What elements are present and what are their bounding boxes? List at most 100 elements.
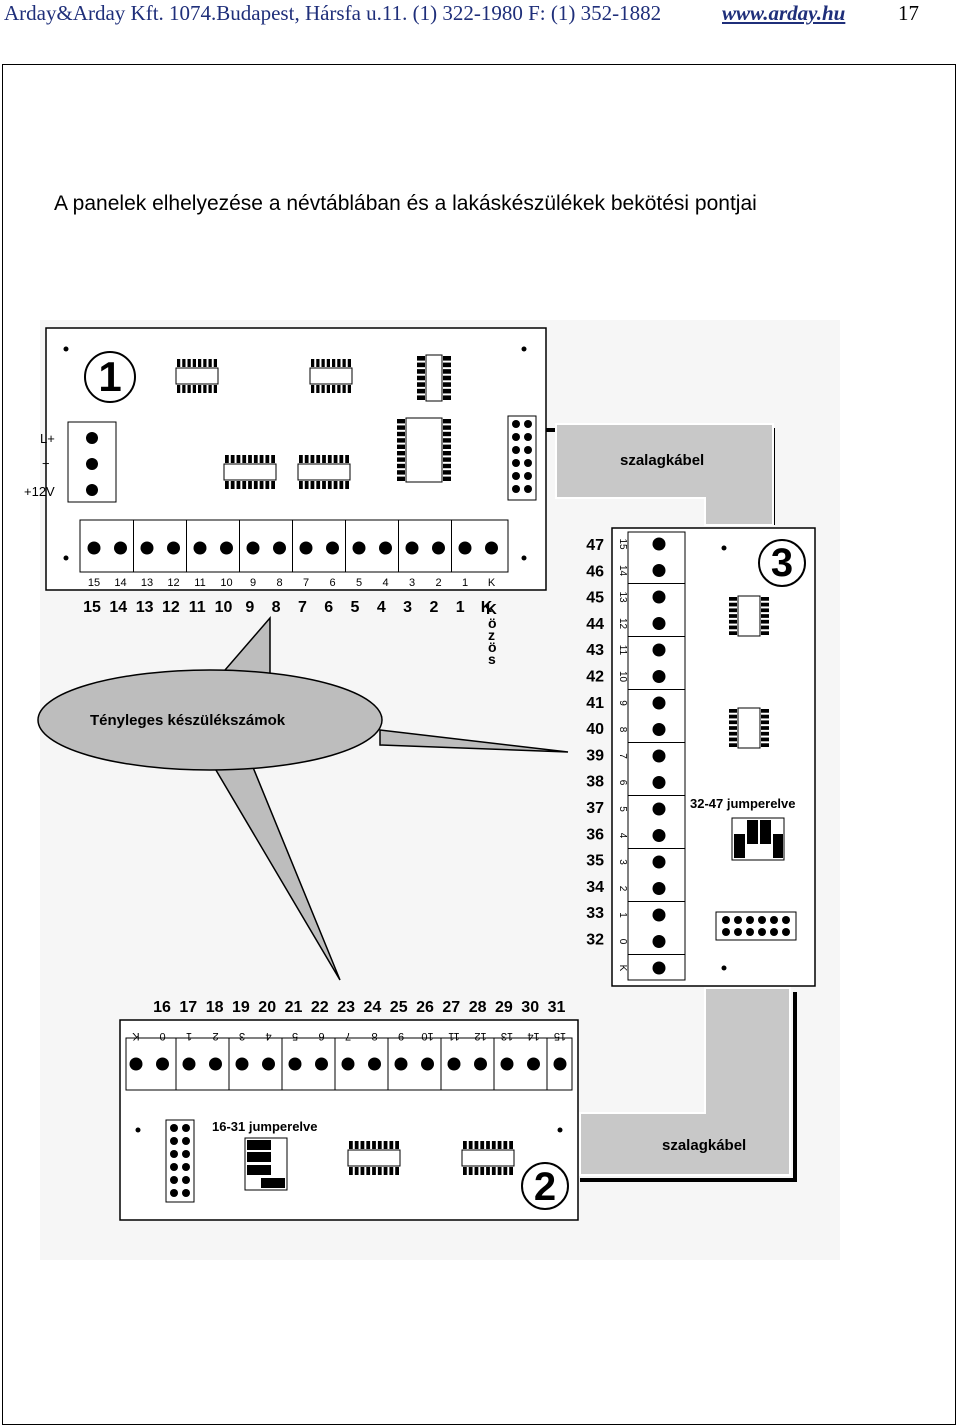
small-label: 7 xyxy=(303,577,309,589)
small-label: 4 xyxy=(382,577,388,589)
small-label: 6 xyxy=(329,577,335,589)
terminal-screw xyxy=(652,829,666,842)
terminal-screw xyxy=(458,541,472,555)
terminal-screw xyxy=(652,590,666,604)
terminal-screw xyxy=(500,1057,514,1071)
terminal-screw xyxy=(341,1057,355,1071)
terminal-screw xyxy=(405,541,419,555)
terminal-screw xyxy=(652,802,666,816)
terminal-screw xyxy=(652,537,666,551)
small-label: 3 xyxy=(239,1030,245,1042)
small-label: 8 xyxy=(617,727,628,733)
small-label: 5 xyxy=(356,577,362,589)
panel-3-dip-switch xyxy=(731,817,785,861)
device-number: 6 xyxy=(324,599,333,616)
device-number: 22 xyxy=(311,999,329,1016)
power-minus-label: − xyxy=(42,456,50,471)
device-number: 37 xyxy=(586,800,604,817)
common-letter: ö xyxy=(488,639,497,655)
terminal-screw xyxy=(262,1057,275,1071)
device-number: 43 xyxy=(586,642,604,659)
terminal-screw xyxy=(652,643,666,657)
terminal-screw xyxy=(485,541,498,555)
callout-balloon: Tényleges készülékszámok xyxy=(37,615,569,981)
terminal-screw xyxy=(288,1057,302,1071)
terminal-screw xyxy=(652,776,666,789)
device-number: 42 xyxy=(586,669,604,686)
device-number: 47 xyxy=(586,537,604,554)
small-label: 10 xyxy=(220,577,232,589)
terminal-screw xyxy=(299,541,313,555)
small-label: 7 xyxy=(617,753,628,759)
common-letter: ö xyxy=(488,615,497,631)
small-label: K xyxy=(617,965,628,972)
power-voltage-label: +12V xyxy=(24,484,55,499)
common-letter: z xyxy=(488,627,495,643)
terminal-screw xyxy=(368,1057,381,1071)
small-label: 2 xyxy=(435,577,441,589)
terminal-screw xyxy=(652,696,666,710)
device-number: 45 xyxy=(586,590,604,607)
device-number: 31 xyxy=(548,999,566,1016)
small-label: 5 xyxy=(617,806,628,812)
device-number: 8 xyxy=(272,599,281,616)
device-number: 26 xyxy=(416,999,434,1016)
device-number: 41 xyxy=(586,695,604,712)
small-label: 2 xyxy=(617,886,628,892)
power-plus-label: L+ xyxy=(40,431,55,446)
common-letter: s xyxy=(488,651,496,667)
small-label: 5 xyxy=(292,1030,298,1042)
device-number: 20 xyxy=(258,999,276,1016)
terminal-screw xyxy=(182,1057,196,1071)
callout-text: Tényleges készülékszámok xyxy=(90,712,286,729)
device-number: 33 xyxy=(586,905,604,922)
device-number: 24 xyxy=(364,999,382,1016)
small-label: 12 xyxy=(167,577,179,589)
small-label: K xyxy=(488,577,496,589)
power-connector xyxy=(67,421,117,503)
terminal-screw xyxy=(156,1057,169,1071)
small-label: 1 xyxy=(617,912,628,918)
terminal-screw xyxy=(527,1057,540,1071)
terminal-screw xyxy=(432,541,445,555)
device-number: 23 xyxy=(337,999,355,1016)
small-label: 6 xyxy=(318,1030,324,1042)
terminal-screw xyxy=(246,541,260,555)
panel-2-chips xyxy=(347,1141,515,1175)
panel-3-chip-lower xyxy=(729,707,769,749)
terminal-screw xyxy=(652,617,666,630)
terminal-screw xyxy=(235,1057,249,1071)
svg-text:K: K xyxy=(486,601,497,618)
device-number: 5 xyxy=(351,599,360,616)
device-number: 18 xyxy=(206,999,224,1016)
small-label: 13 xyxy=(617,591,628,603)
ribbon-cable-top: szalagkábel xyxy=(530,423,775,526)
device-number: 29 xyxy=(495,999,513,1016)
device-number: 14 xyxy=(109,599,127,616)
device-number: 15 xyxy=(83,599,101,616)
small-label: 13 xyxy=(501,1030,513,1042)
small-label: 14 xyxy=(114,577,126,589)
device-number: 11 xyxy=(189,599,206,616)
page-number: 17 xyxy=(898,1,919,25)
small-label: 3 xyxy=(409,577,415,589)
terminal-screw xyxy=(167,541,180,555)
terminal-screw xyxy=(652,961,666,975)
small-label: 7 xyxy=(345,1030,351,1042)
device-number: 35 xyxy=(586,853,604,870)
terminal-screw xyxy=(652,855,666,869)
website-link[interactable]: www.arday.hu xyxy=(722,1,846,25)
small-label: 12 xyxy=(474,1030,486,1042)
device-number: 9 xyxy=(245,599,254,616)
small-label: 10 xyxy=(617,671,628,683)
terminal-screw xyxy=(273,541,286,555)
content-frame xyxy=(2,64,956,1425)
terminal-screw xyxy=(447,1057,461,1071)
terminal-screw xyxy=(315,1057,328,1071)
small-label: 8 xyxy=(276,577,282,589)
device-number: 4 xyxy=(377,599,386,616)
small-label: 0 xyxy=(159,1030,165,1042)
small-label: 13 xyxy=(141,577,153,589)
